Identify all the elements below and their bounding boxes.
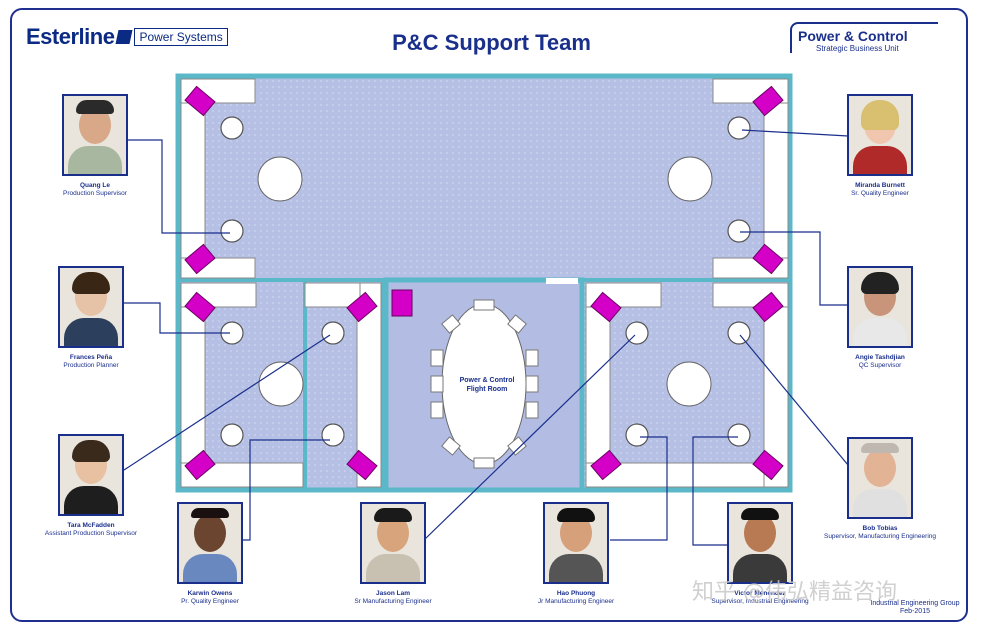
logo-line1: Power & Control [798, 28, 908, 44]
person-role: Sr Manufacturing Engineer [354, 598, 432, 605]
footer-date: Feb-2015 [900, 608, 930, 615]
person-photo [58, 266, 124, 348]
person-name: Frances Peña [69, 354, 113, 361]
esterline-logo: Esterline Power Systems [26, 24, 228, 50]
person-photo [847, 266, 913, 348]
person-card: Tara McFadden Assistant Production Super… [31, 434, 151, 538]
page-title: P&C Support Team [392, 30, 591, 55]
power-control-logo: Power & Control Strategic Business Unit [790, 22, 938, 53]
person-photo [543, 502, 609, 584]
person-role: Production Planner [63, 362, 119, 369]
person-role: Supervisor, Industrial Engineering [711, 598, 809, 605]
person-name: Hao Phuong [556, 590, 596, 597]
person-role: Jr Manufacturing Engineer [537, 598, 615, 605]
person-role: Assistant Production Supervisor [44, 530, 138, 537]
person-name: Jason Lam [376, 590, 410, 597]
person-name: Victor Menendez [734, 590, 786, 597]
person-name: Karwin Owens [187, 590, 233, 597]
brand-name: Esterline [26, 24, 115, 49]
person-photo [177, 502, 243, 584]
footer-note: Industrial Engineering Group Feb-2015 [860, 600, 970, 616]
person-photo [847, 94, 913, 176]
footer-group: Industrial Engineering Group [870, 600, 960, 607]
logo-line2: Strategic Business Unit [816, 44, 899, 53]
person-name: Tara McFadden [67, 522, 115, 529]
person-name: Angie Tashdjian [855, 354, 905, 361]
room-label-line2: Flight Room [466, 386, 508, 393]
person-role: Sr. Quality Engineer [851, 190, 909, 197]
person-photo [847, 437, 913, 519]
person-name: Quang Le [80, 182, 110, 189]
person-photo [360, 502, 426, 584]
person-role: Pr. Quality Engineer [181, 598, 239, 605]
person-card: Hao Phuong Jr Manufacturing Engineer [516, 502, 636, 606]
connector-lines [123, 129, 849, 546]
flight-room-label: Power & Control Flight Room [452, 376, 522, 394]
person-card: Miranda Burnett Sr. Quality Engineer [820, 94, 940, 198]
room-label-line1: Power & Control [459, 377, 515, 384]
person-photo [62, 94, 128, 176]
magenta-chairs [184, 85, 784, 481]
office-chairs [220, 116, 751, 447]
person-card: Victor Menendez Supervisor, Industrial E… [700, 502, 820, 606]
person-card: Quang Le Production Supervisor [35, 94, 155, 198]
person-name: Miranda Burnett [855, 182, 905, 189]
wall-segment [303, 278, 385, 492]
person-role: QC Supervisor [858, 362, 902, 369]
page-frame [10, 8, 968, 622]
person-photo [58, 434, 124, 516]
person-role: Supervisor, Manufacturing Engineering [823, 533, 936, 540]
person-role: Production Supervisor [63, 190, 127, 197]
person-card: Frances Peña Production Planner [31, 266, 151, 370]
person-card: Bob Tobias Supervisor, Manufacturing Eng… [820, 437, 940, 541]
brand-box: Power Systems [134, 28, 228, 46]
person-card: Karwin Owens Pr. Quality Engineer [150, 502, 270, 606]
round-tables [257, 156, 713, 407]
door-opening [546, 278, 578, 284]
person-card: Angie Tashdjian QC Supervisor [820, 266, 940, 370]
person-name: Bob Tobias [862, 525, 898, 532]
person-photo [727, 502, 793, 584]
conference-chairs [430, 299, 539, 469]
person-card: Jason Lam Sr Manufacturing Engineer [333, 502, 453, 606]
watermark: 知乎 @伟弘精益咨询 [692, 580, 897, 605]
